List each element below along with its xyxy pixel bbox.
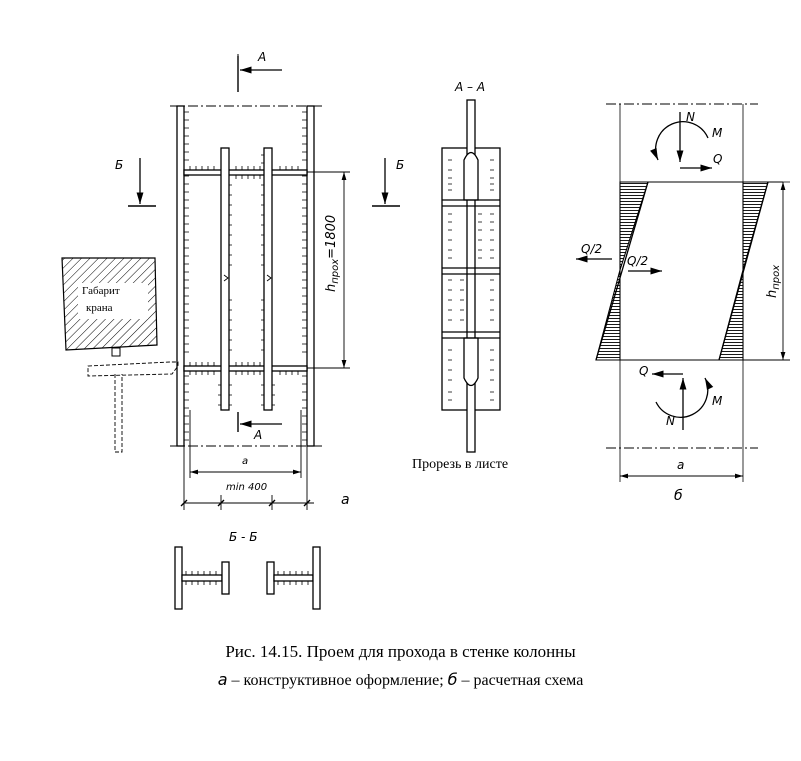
height-dim-sub: прох (330, 258, 341, 284)
section-bb (174, 546, 321, 610)
crane-label-line1: Габарит (82, 285, 120, 297)
scheme-m-top: M (712, 126, 723, 140)
height-dim-h: h (324, 283, 339, 292)
section-bb-title: Б - Б (229, 530, 258, 544)
elevation-view-a (170, 54, 322, 447)
figure-caption-legend: а – конструктивное оформление; б – расче… (0, 670, 801, 690)
scheme-q-bottom: Q (639, 364, 649, 378)
scheme-m-bottom: M (712, 394, 723, 408)
width-dimensions-a (180, 410, 314, 510)
crane-label-line2: крана (86, 302, 113, 314)
legend-b-text: – расчетная схема (457, 672, 584, 689)
section-marker-b-left (128, 158, 156, 207)
view-a-letter: a (341, 492, 350, 508)
section-marker-b-right (372, 158, 400, 207)
height-dimension-a (307, 171, 350, 369)
section-a-bottom-label: A (254, 428, 263, 442)
scheme-height-sub: прох (771, 264, 782, 290)
scheme-q2-left: Q/2 (581, 242, 603, 256)
section-aa (441, 99, 501, 453)
height-dim-value: =1800 (324, 214, 339, 259)
height-dimension-label: hпрох=1800 (322, 215, 341, 292)
scheme-n-bottom: N (666, 414, 675, 428)
width-dim-a-label: a (242, 456, 249, 467)
section-b-left-label: Б (115, 158, 124, 172)
crane-clearance (61, 257, 179, 453)
section-marker-a-top (237, 56, 282, 92)
scheme-q2-right: Q/2 (627, 254, 649, 268)
section-b-right-label: Б (396, 158, 405, 172)
scheme-height-label: hпрох (763, 265, 782, 298)
scheme-b (576, 103, 790, 482)
figure-caption-title: Рис. 14.15. Проем для прохода в стенке к… (225, 642, 576, 661)
scheme-q-top: Q (713, 152, 723, 166)
section-aa-caption: Прорезь в листе (412, 457, 509, 472)
scheme-width-a: a (677, 458, 685, 472)
legend-b-letter: б (447, 670, 458, 689)
min-dim-label: min 400 (226, 482, 268, 493)
legend-a-letter: а (217, 670, 228, 689)
legend-a-text: – конструктивное оформление; (227, 672, 448, 689)
section-marker-a-bottom (237, 412, 282, 432)
section-aa-title: A – A (455, 80, 486, 94)
section-a-top-label: A (258, 50, 267, 64)
view-b-letter: б (674, 488, 683, 504)
scheme-n-top: N (686, 110, 695, 124)
scheme-height-h: h (765, 289, 780, 298)
